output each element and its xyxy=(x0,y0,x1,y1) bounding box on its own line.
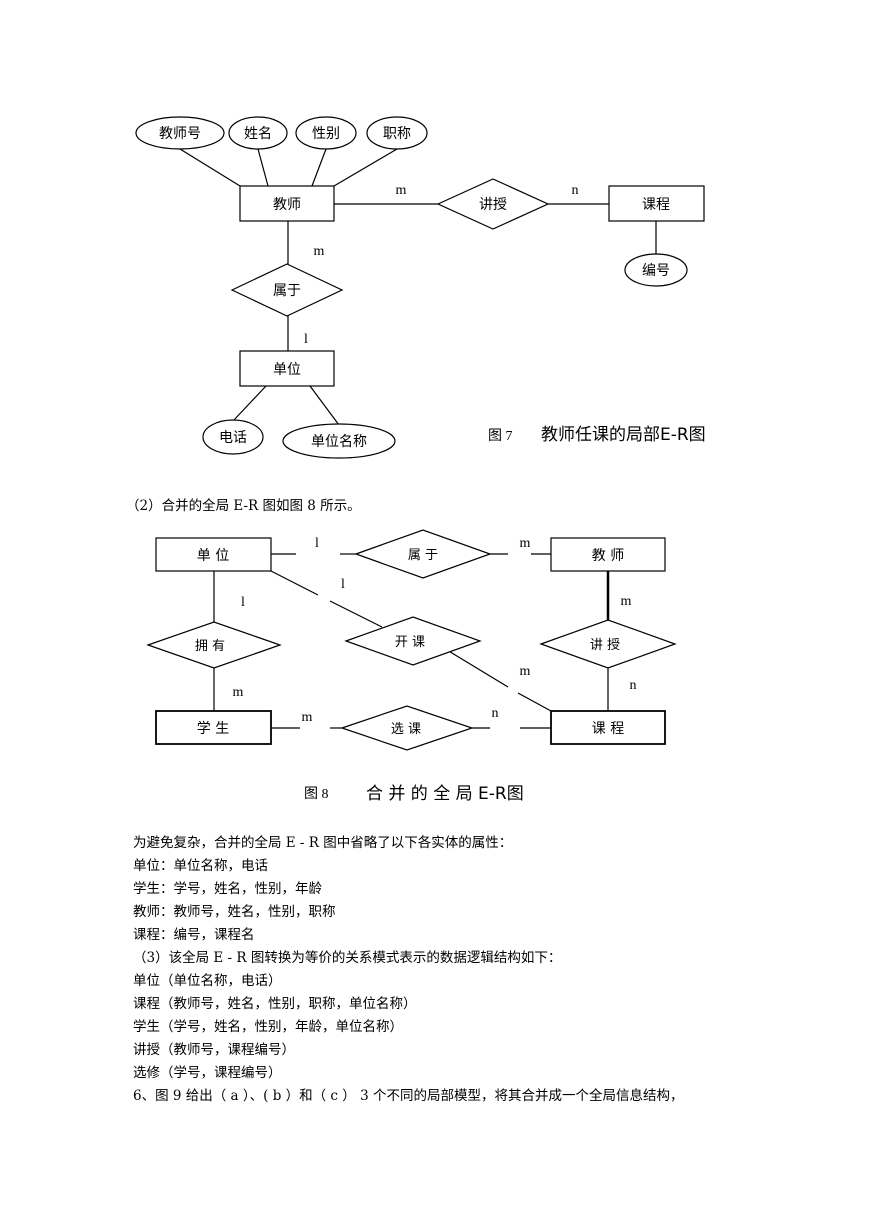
fig7-attr-label: 电话 xyxy=(219,430,247,446)
fig8-entity-student: 学 生 xyxy=(155,710,272,745)
fig8-caption-number: 图 8 xyxy=(304,787,329,802)
fig8-rel-teach-label: 讲 授 xyxy=(590,638,620,653)
text-line: 课程（教师号，姓名，性别，职称，单位名称） xyxy=(133,996,417,1012)
fig8-entity-unit-label: 单 位 xyxy=(197,548,229,564)
fig8-card-select-course: n xyxy=(492,706,499,721)
fig8-card-unit-belong: l xyxy=(315,536,319,551)
fig8-card-open-course: m xyxy=(520,664,531,679)
text-line: （3）该全局 E - R 图转换为等价的关系模式表示的数据逻辑结构如下： xyxy=(133,950,562,966)
fig7-card-teach-course: n xyxy=(572,183,579,198)
text-line: 单位（单位名称，电话） xyxy=(133,973,282,989)
fig8-rel-own: 拥 有 xyxy=(146,621,282,669)
fig7-entity-teacher: 教师 xyxy=(239,185,335,222)
figure-8: 单 位 属 于 教 师 拥 有 开 课 讲 授 学 生 选 课 课 程 l m … xyxy=(146,529,677,804)
fig8-entity-teacher: 教 师 xyxy=(550,537,666,572)
fig7-rel-belong: 属于 xyxy=(230,263,344,317)
text-line: 学生：学号，姓名，性别，年龄 xyxy=(133,881,322,897)
fig8-rel-open-label: 开 课 xyxy=(395,635,425,650)
fig8-rel-belong-label: 属 于 xyxy=(408,548,438,563)
fig8-entity-teacher-label: 教 师 xyxy=(592,548,624,564)
paragraph-2: （2）合并的全局 E-R 图如图 8 所示。 xyxy=(126,498,361,514)
fig8-card-belong-teacher: m xyxy=(520,536,531,551)
fig8-rel-open: 开 课 xyxy=(344,616,482,666)
fig8-rel-select-label: 选 课 xyxy=(391,722,421,737)
fig7-attr-name: 姓名 xyxy=(228,116,288,150)
fig7-entity-course: 课程 xyxy=(608,185,705,222)
fig7-rel-teach: 讲授 xyxy=(436,178,550,230)
fig7-caption-number: 图 7 xyxy=(488,429,513,444)
fig7-entity-unit-label: 单位 xyxy=(273,362,301,378)
fig8-card-teach-course: n xyxy=(630,678,637,693)
text-line: 6、图 9 给出（ a ）、( b ）和（ c ） 3 个不同的局部模型，将其合… xyxy=(133,1088,684,1104)
fig7-attr-label: 单位名称 xyxy=(311,434,367,450)
text-line: 单位：单位名称，电话 xyxy=(133,858,268,874)
text-line: 学生（学号，姓名，性别，年龄，单位名称） xyxy=(133,1019,403,1035)
fig8-entity-course: 课 程 xyxy=(550,710,666,745)
fig7-attr-title: 职称 xyxy=(366,116,428,150)
text-line: 课程：编号，课程名 xyxy=(133,927,255,943)
fig8-caption-title: 合 并 的 全 局 E-R图 xyxy=(366,784,524,804)
fig7-attr-label: 编号 xyxy=(642,263,670,279)
fig8-rel-teach: 讲 授 xyxy=(539,619,677,669)
fig8-card-own-student: m xyxy=(233,685,244,700)
fig7-card-teacher-teach: m xyxy=(396,183,407,198)
fig8-card-unit-open: l xyxy=(341,577,345,592)
text-line: 讲授（教师号，课程编号） xyxy=(133,1042,295,1058)
figure-7: 教师号 姓名 性别 职称 教师 讲授 课程 编号 属于 单位 电话 xyxy=(135,116,706,459)
fig7-attr-teacher-no: 教师号 xyxy=(135,116,225,150)
fig8-entity-unit: 单 位 xyxy=(155,537,272,572)
text-line: 教师：教师号，姓名，性别，职称 xyxy=(133,904,336,920)
fig8-entity-course-label: 课 程 xyxy=(592,721,624,737)
fig7-entity-course-label: 课程 xyxy=(642,197,670,213)
fig7-attr-gender: 性别 xyxy=(295,116,357,150)
fig7-card-belong-unit: l xyxy=(304,332,308,347)
fig7-rel-teach-label: 讲授 xyxy=(479,197,507,213)
fig7-attr-phone: 电话 xyxy=(202,419,264,455)
fig7-entity-teacher-label: 教师 xyxy=(273,197,301,213)
fig7-entity-unit: 单位 xyxy=(239,350,335,387)
fig8-entity-student-label: 学 生 xyxy=(197,721,229,737)
fig7-attr-unit-name: 单位名称 xyxy=(282,423,396,459)
fig7-attr-label: 姓名 xyxy=(244,126,272,142)
text-line: 选修（学号，课程编号） xyxy=(133,1065,282,1081)
fig7-caption-title: 教师任课的局部E-R图 xyxy=(541,425,706,445)
fig8-rel-own-label: 拥 有 xyxy=(195,639,225,654)
fig8-card-teacher-teach: m xyxy=(621,594,632,609)
fig8-rel-select: 选 课 xyxy=(340,705,474,751)
fig7-attr-label: 性别 xyxy=(312,126,340,142)
fig7-rel-belong-label: 属于 xyxy=(273,283,301,299)
fig7-card-teacher-belong: m xyxy=(314,244,325,259)
fig8-rel-belong: 属 于 xyxy=(354,529,492,579)
fig8-card-student-select: m xyxy=(302,710,313,725)
fig7-attr-label: 教师号 xyxy=(159,126,201,142)
fig7-attr-course-no: 编号 xyxy=(624,253,688,287)
text-line: 为避免复杂，合并的全局 E - R 图中省略了以下各实体的属性： xyxy=(133,835,513,851)
fig7-attr-label: 职称 xyxy=(383,126,411,142)
fig8-card-unit-own: l xyxy=(241,595,245,610)
